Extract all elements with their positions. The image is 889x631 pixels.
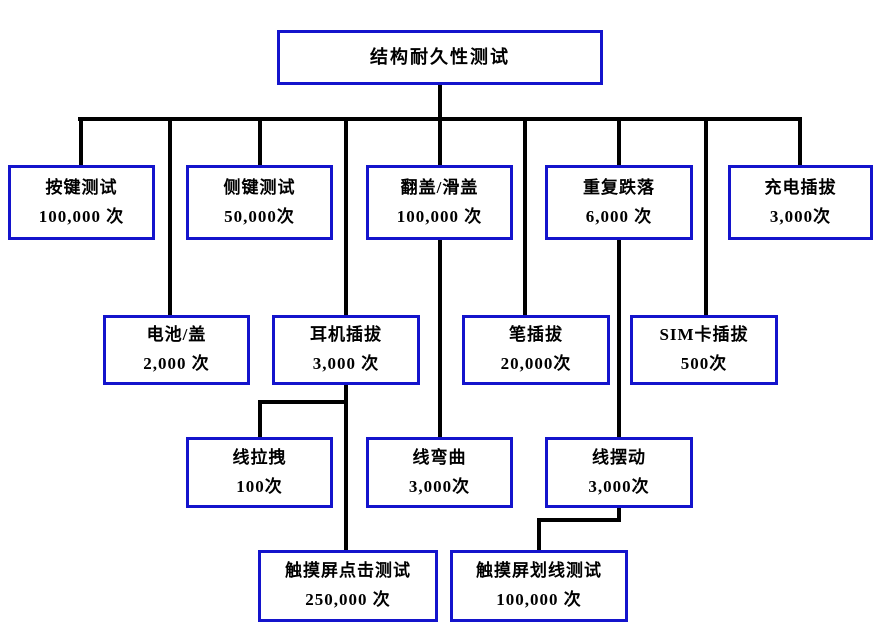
node-count: 100,000 次 xyxy=(496,590,582,609)
root-node-label: 结构耐久性测试 xyxy=(370,46,510,67)
node-count: 100,000 次 xyxy=(38,206,125,226)
node-label: 笔插拔 xyxy=(509,325,563,345)
node-touchscreen-tap: 触摸屏点击测试 250,000 次 xyxy=(258,550,438,622)
touchscreen-line-vertical xyxy=(537,518,541,550)
node-structural-durability-test: 结构耐久性测试 xyxy=(277,30,603,85)
drop-pen-plug-line xyxy=(523,117,527,315)
drop-touchscreen-tap-line xyxy=(344,385,348,550)
node-wire-bend: 线弯曲 3,000次 xyxy=(366,437,513,508)
node-count: 500次 xyxy=(680,354,728,373)
drop-wire-swing-line xyxy=(617,240,621,437)
node-label: 重复跌落 xyxy=(583,177,655,197)
node-side-key-test: 侧键测试 50,000次 xyxy=(186,165,333,240)
node-charge-plug: 充电插拔 3,000次 xyxy=(728,165,873,240)
root-connector-line xyxy=(438,85,442,121)
node-earphone-plug: 耳机插拔 3,000 次 xyxy=(272,315,420,385)
node-count: 3,000次 xyxy=(408,476,471,496)
node-count: 3,000 次 xyxy=(312,354,380,373)
node-label: 线拉拽 xyxy=(232,447,287,467)
stub-side-key-line xyxy=(258,117,262,165)
node-count: 20,000次 xyxy=(500,354,572,373)
node-battery-cover: 电池/盖 2,000 次 xyxy=(103,315,250,385)
node-label: 翻盖/滑盖 xyxy=(400,177,479,197)
node-count: 6,000 次 xyxy=(585,206,653,226)
node-label: 触摸屏点击测试 xyxy=(285,561,411,581)
node-label: 电池/盖 xyxy=(146,325,207,345)
node-wire-swing: 线摆动 3,000次 xyxy=(545,437,693,508)
node-label: 线摆动 xyxy=(592,447,646,467)
node-pen-plug: 笔插拔 20,000次 xyxy=(462,315,610,385)
node-flip-slide: 翻盖/滑盖 100,000 次 xyxy=(366,165,513,240)
node-sim-card-plug: SIM卡插拔 500次 xyxy=(630,315,778,385)
node-label: 耳机插拔 xyxy=(310,325,382,345)
node-count: 3,000次 xyxy=(769,206,832,226)
drop-sim-card-line xyxy=(704,117,708,315)
node-count: 3,000次 xyxy=(588,476,650,496)
node-label: 充电插拔 xyxy=(764,177,837,197)
node-count: 2,000 次 xyxy=(143,354,210,373)
stub-repeat-drop-line xyxy=(617,117,621,165)
node-key-test: 按键测试 100,000 次 xyxy=(8,165,155,240)
drop-battery-cover-line xyxy=(168,117,172,315)
stub-flip-slide-line xyxy=(438,117,442,165)
touchscreen-line-horizontal xyxy=(537,518,621,522)
node-wire-pull: 线拉拽 100次 xyxy=(186,437,333,508)
node-label: 线弯曲 xyxy=(412,447,467,467)
drop-earphone-plug-line xyxy=(344,117,348,315)
node-label: 侧键测试 xyxy=(223,177,296,197)
node-count: 100,000 次 xyxy=(396,206,483,226)
stub-key-test-line xyxy=(79,117,83,165)
drop-wire-bend-line xyxy=(438,240,442,437)
node-label: 触摸屏划线测试 xyxy=(476,561,602,581)
node-count: 100次 xyxy=(236,476,283,496)
wire-pull-horizontal-line xyxy=(258,400,348,404)
stub-charge-plug-line xyxy=(798,117,802,165)
node-touchscreen-line: 触摸屏划线测试 100,000 次 xyxy=(450,550,628,622)
node-count: 50,000次 xyxy=(224,206,295,226)
node-label: SIM卡插拔 xyxy=(659,325,749,345)
node-repeat-drop: 重复跌落 6,000 次 xyxy=(545,165,693,240)
wire-swing-stub-line xyxy=(617,508,621,522)
node-count: 250,000 次 xyxy=(305,590,391,609)
node-label: 按键测试 xyxy=(45,177,118,197)
wire-pull-vertical-line xyxy=(258,400,262,437)
